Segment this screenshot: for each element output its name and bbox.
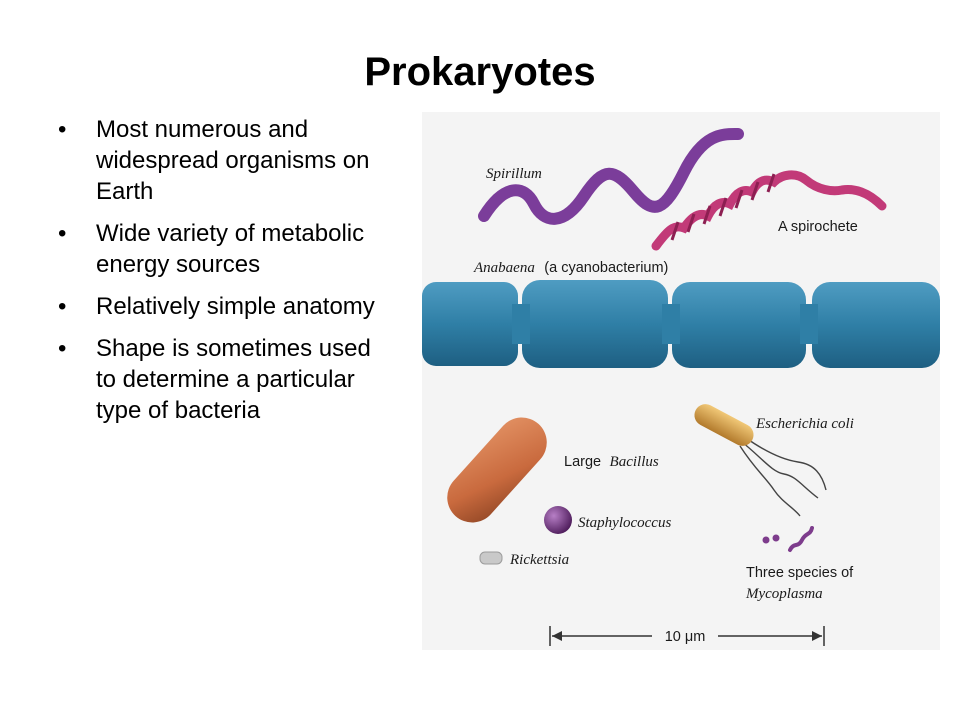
spirochete-label: A spirochete — [778, 219, 858, 235]
spirillum-shape — [478, 127, 744, 225]
spirillum-label: Spirillum — [486, 166, 542, 182]
anabaena-chain — [422, 280, 940, 368]
prokaryote-illustration-svg: Spirillum A spirochete Anabaena (a cyano… — [422, 127, 940, 646]
staphylococcus-label: Staphylococcus — [578, 515, 671, 531]
spirochete-coils — [670, 173, 776, 241]
bacillus-name: Bacillus — [610, 454, 659, 470]
bullet-marker: • — [58, 293, 67, 320]
bullet-item: • Shape is sometimes used to determine a… — [58, 333, 378, 426]
bacillus-label: Large Bacillus — [564, 453, 659, 470]
bullet-list: • Most numerous and widespread organisms… — [58, 114, 378, 437]
bacillus-prefix: Large — [564, 454, 601, 470]
anabaena-name: Anabaena — [473, 260, 535, 276]
mycoplasma-label-line1: Three species of — [746, 565, 854, 581]
mycoplasma-shapes — [762, 526, 814, 552]
scale-bar-label: 10 μm — [665, 629, 706, 645]
bullet-text: Shape is sometimes used to determine a p… — [96, 335, 371, 424]
bullet-item: • Most numerous and widespread organisms… — [58, 114, 378, 207]
bullet-marker: • — [58, 220, 67, 247]
ecoli-shape — [694, 404, 827, 517]
anabaena-note: (a cyanobacterium) — [544, 260, 668, 276]
rickettsia-label: Rickettsia — [509, 552, 569, 568]
staphylococcus-shape — [544, 506, 572, 534]
mycoplasma-label-line2: Mycoplasma — [745, 586, 823, 602]
bullet-item: • Relatively simple anatomy — [58, 291, 378, 322]
slide-title: Prokaryotes — [364, 50, 596, 94]
bullet-item: • Wide variety of metabolic energy sourc… — [58, 218, 378, 280]
bacillus-shape — [447, 417, 547, 523]
bullet-text: Wide variety of metabolic energy sources — [96, 220, 365, 278]
scale-bar — [549, 626, 825, 646]
ecoli-label: Escherichia coli — [755, 416, 854, 432]
bullet-text: Most numerous and widespread organisms o… — [96, 116, 370, 205]
anabaena-label: Anabaena (a cyanobacterium) — [473, 259, 668, 276]
bullet-marker: • — [58, 116, 67, 143]
rickettsia-shape — [479, 551, 503, 565]
bullet-marker: • — [58, 335, 67, 362]
prokaryote-illustration: Spirillum A spirochete Anabaena (a cyano… — [422, 112, 940, 650]
bullet-text: Relatively simple anatomy — [96, 293, 375, 320]
